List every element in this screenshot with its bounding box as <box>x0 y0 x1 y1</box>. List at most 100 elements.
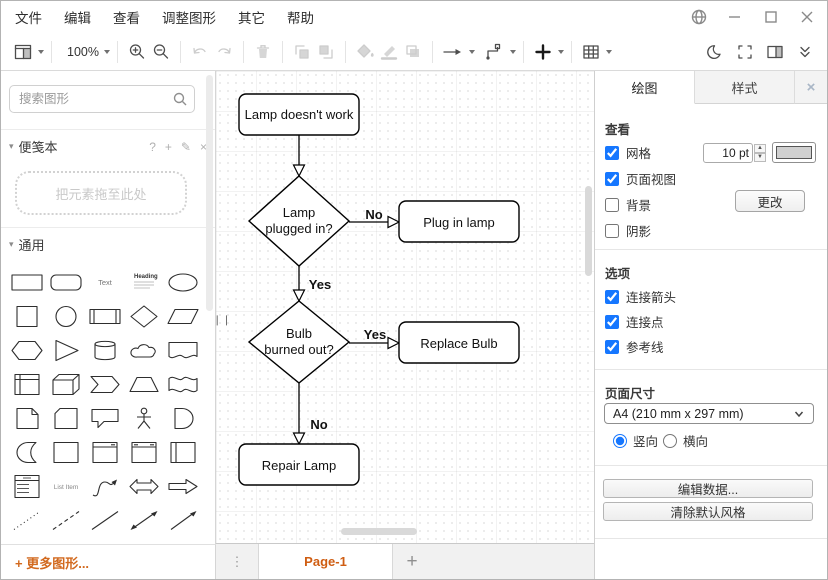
background-checkbox[interactable] <box>605 197 619 212</box>
insert-icon[interactable] <box>531 39 555 65</box>
add-page-button[interactable]: + <box>406 550 418 572</box>
connection-points-checkbox[interactable] <box>605 314 619 329</box>
shape-curve[interactable] <box>85 471 124 502</box>
waypoints-icon[interactable] <box>483 39 507 65</box>
zoom-in-icon[interactable] <box>125 39 149 65</box>
shape-process[interactable] <box>85 301 124 332</box>
shape-arrow-shape[interactable] <box>164 471 203 502</box>
canvas-vertical-scrollbar[interactable] <box>585 186 592 276</box>
sidebar-scrollbar[interactable] <box>206 75 213 311</box>
fill-color-icon[interactable] <box>353 39 377 65</box>
canvas-horizontal-scrollbar[interactable] <box>341 528 417 535</box>
shape-bidirectional-arrow[interactable] <box>125 471 164 502</box>
shape-list[interactable] <box>7 471 46 502</box>
guides-checkbox[interactable] <box>605 339 619 354</box>
scratchpad-header[interactable]: ▾ 便笺本 ? + ✎ × <box>9 137 207 156</box>
shape-diamond[interactable] <box>125 301 164 332</box>
zoom-out-icon[interactable] <box>149 39 173 65</box>
shape-list-item[interactable]: List Item <box>46 471 85 502</box>
shape-internal-storage[interactable] <box>7 369 46 400</box>
zoom-level[interactable]: 100% <box>67 44 99 59</box>
node-start[interactable] <box>238 93 360 136</box>
menu-arrange[interactable]: 调整图形 <box>162 11 216 26</box>
shape-note[interactable] <box>7 403 46 434</box>
menu-view[interactable]: 查看 <box>113 11 140 26</box>
landscape-radio[interactable] <box>663 433 677 448</box>
tab-diagram[interactable]: 绘图 <box>595 71 695 104</box>
shape-trapezoid[interactable] <box>125 369 164 400</box>
view-dropdown-caret[interactable] <box>38 49 44 54</box>
dark-mode-icon[interactable] <box>703 39 727 65</box>
page-view-checkbox[interactable] <box>605 171 619 186</box>
clear-default-style-button[interactable]: 清除默认风格 <box>603 502 813 521</box>
redo-icon[interactable] <box>212 39 236 65</box>
waypoints-dropdown-caret[interactable] <box>509 49 516 54</box>
shape-cylinder[interactable] <box>85 335 124 366</box>
connection-icon[interactable] <box>440 39 466 65</box>
fullscreen-icon[interactable] <box>733 39 757 65</box>
shape-square[interactable] <box>7 301 46 332</box>
shape-dashed-line[interactable] <box>46 505 85 536</box>
maximize-icon[interactable] <box>761 7 781 27</box>
table-dropdown-caret[interactable] <box>605 49 612 54</box>
shape-dotted-line[interactable] <box>7 505 46 536</box>
insert-dropdown-caret[interactable] <box>557 49 564 54</box>
line-color-icon[interactable] <box>377 39 401 65</box>
menu-help[interactable]: 帮助 <box>287 11 314 26</box>
shape-text[interactable]: Text <box>85 267 124 298</box>
shape-ellipse[interactable] <box>164 267 203 298</box>
pages-menu-icon[interactable]: ⋮ <box>230 553 244 569</box>
grid-size-stepper[interactable]: ▲▼ <box>754 143 766 162</box>
menu-extras[interactable]: 其它 <box>238 11 265 26</box>
portrait-radio[interactable] <box>613 433 627 448</box>
search-input[interactable] <box>9 85 195 113</box>
shape-callout[interactable] <box>85 403 124 434</box>
node-repair[interactable] <box>238 443 360 486</box>
grid-size-input[interactable] <box>703 142 753 163</box>
shape-step[interactable] <box>85 369 124 400</box>
shape-line[interactable] <box>85 505 124 536</box>
shape-circle[interactable] <box>46 301 85 332</box>
view-icon[interactable] <box>11 39 35 65</box>
scratchpad-add-icon[interactable]: + <box>164 139 172 154</box>
shape-actor[interactable] <box>125 403 164 434</box>
shape-hexagon[interactable] <box>7 335 46 366</box>
delete-icon[interactable] <box>251 39 275 65</box>
menu-file[interactable]: 文件 <box>15 11 42 26</box>
shape-triangle[interactable] <box>46 335 85 366</box>
panel-close-icon[interactable]: × <box>806 78 816 96</box>
shape-or[interactable] <box>164 403 203 434</box>
shape-container[interactable] <box>85 437 124 468</box>
shape-rounded-rectangle[interactable] <box>46 267 85 298</box>
connection-dropdown-caret[interactable] <box>468 49 475 54</box>
scratchpad-edit-icon[interactable]: ✎ <box>180 139 191 154</box>
shape-parallelogram[interactable] <box>164 301 203 332</box>
shape-directional-connector[interactable] <box>164 505 203 536</box>
shape-rectangle[interactable] <box>7 267 46 298</box>
diagram-canvas[interactable]: Lamp doesn't work Lamp plugged in? Plug … <box>216 71 594 543</box>
shadow-checkbox[interactable] <box>605 223 619 238</box>
page-tab[interactable]: Page-1 <box>258 544 393 579</box>
minimize-icon[interactable] <box>725 7 745 27</box>
menu-edit[interactable]: 编辑 <box>64 11 91 26</box>
grid-color-button[interactable] <box>771 142 816 163</box>
scratchpad-close-icon[interactable]: × <box>199 139 207 154</box>
undo-icon[interactable] <box>188 39 212 65</box>
node-decision1[interactable] <box>247 175 351 267</box>
shape-document[interactable] <box>164 335 203 366</box>
shape-cube[interactable] <box>46 369 85 400</box>
scratchpad-help-icon[interactable]: ? <box>149 139 156 154</box>
more-shapes-button[interactable]: + 更多图形... <box>15 555 90 571</box>
scratchpad-dropzone[interactable]: 把元素拖至此处 <box>15 171 187 215</box>
shape-horizontal-container[interactable] <box>164 437 203 468</box>
shape-data-storage[interactable] <box>46 437 85 468</box>
page-size-select[interactable]: A4 (210 mm x 297 mm) <box>604 403 814 424</box>
general-section-header[interactable]: ▾ 通用 <box>9 235 207 254</box>
shadow-icon[interactable] <box>401 39 425 65</box>
tab-style[interactable]: 样式 <box>695 71 795 104</box>
format-panel-icon[interactable] <box>763 39 787 65</box>
node-replace[interactable] <box>398 321 520 364</box>
shape-tape[interactable] <box>164 369 203 400</box>
close-icon[interactable] <box>797 7 817 27</box>
table-icon[interactable] <box>579 39 603 65</box>
